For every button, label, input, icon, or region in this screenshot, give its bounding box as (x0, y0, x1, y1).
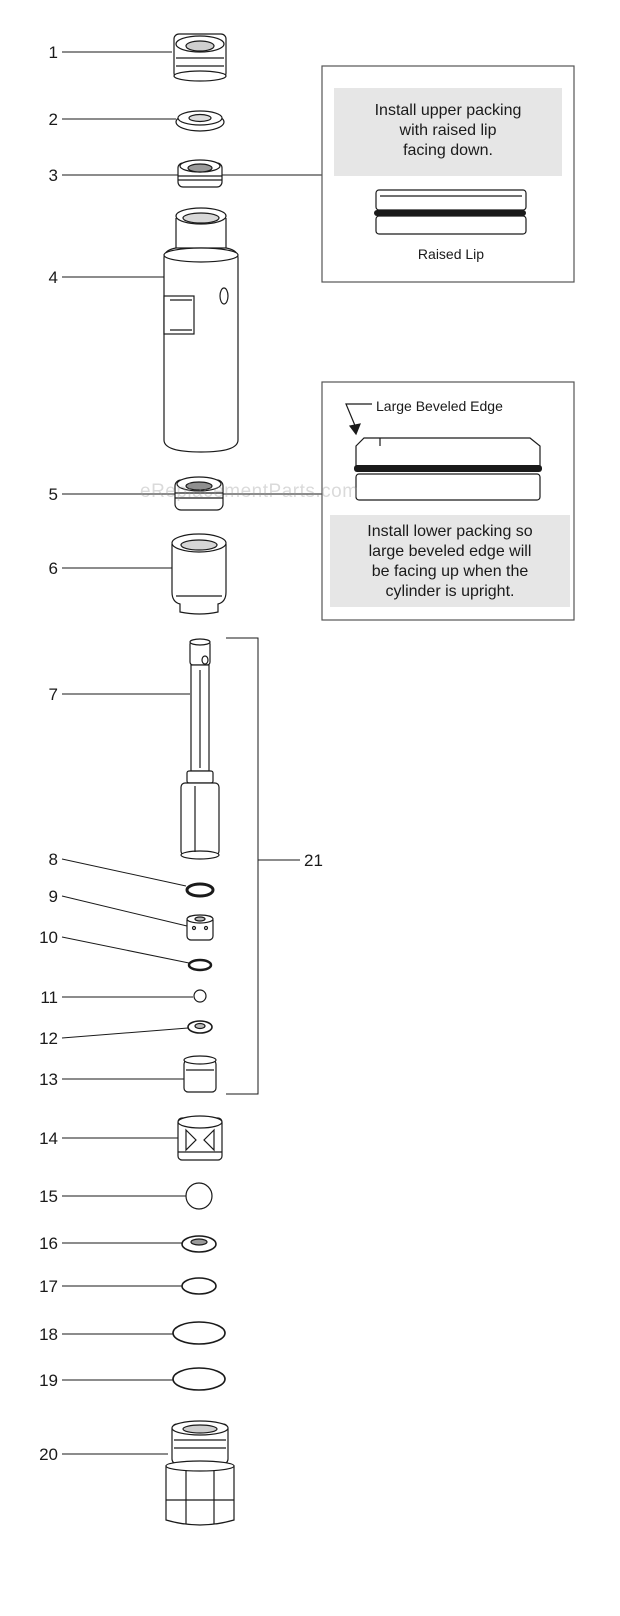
part-3-upper-packing (177, 159, 223, 188)
part-20-housing (165, 1420, 235, 1526)
leader-lines (61, 51, 322, 1455)
part-12-washer (187, 1020, 213, 1034)
callout-3: 3 (49, 166, 58, 185)
callout-9: 9 (49, 887, 58, 906)
callout-7: 7 (49, 685, 58, 704)
callout-numbers: 1 2 3 4 5 6 7 8 9 10 11 12 13 14 15 16 1… (39, 43, 58, 1464)
upper-note-line-2: with raised lip (399, 122, 497, 139)
part-8-oring (185, 882, 215, 898)
part-19-oring (172, 1367, 226, 1391)
callout-6: 6 (49, 559, 58, 578)
callout-20: 20 (39, 1445, 58, 1464)
callout-15: 15 (39, 1187, 58, 1206)
part-4-cylinder (163, 207, 239, 453)
part-16-seat (181, 1235, 217, 1253)
callout-19: 19 (39, 1371, 58, 1390)
raised-lip-caption: Raised Lip (417, 246, 485, 262)
callout-10: 10 (39, 928, 58, 947)
part-10-washer (187, 958, 213, 972)
part-6-sleeve (171, 533, 227, 615)
lower-note-text: Install lower packing so large beveled e… (330, 522, 570, 602)
upper-note-line-1: Install upper packing (374, 102, 522, 119)
callout-5: 5 (49, 485, 58, 504)
part-7-piston-rod (180, 638, 220, 860)
lower-note-line-2: large beveled edge will (368, 543, 532, 560)
watermark: eReplacementParts.com (140, 481, 359, 502)
lower-note-line-1: Install lower packing so (367, 523, 533, 540)
callout-2: 2 (49, 110, 58, 129)
upper-note-text: Install upper packing with raised lip fa… (334, 101, 562, 161)
callout-12: 12 (39, 1029, 58, 1048)
callout-11: 11 (40, 988, 58, 1007)
callout-14: 14 (39, 1129, 58, 1148)
part-5-lower-packing (174, 476, 224, 511)
part-13-retainer (183, 1055, 217, 1093)
assembly-21-bracket (226, 637, 300, 1095)
part-2-ring (175, 110, 225, 132)
part-14-cage (177, 1115, 223, 1161)
part-18-oring (172, 1321, 226, 1345)
part-1-nut (173, 33, 227, 82)
lower-note-line-3: be facing up when the (371, 563, 529, 580)
callout-13: 13 (39, 1070, 58, 1089)
part-11-ball (193, 989, 207, 1003)
callout-1: 1 (49, 43, 58, 62)
lower-note-line-4: cylinder is upright. (385, 583, 515, 600)
lower-note-box (321, 381, 575, 621)
upper-note-box (321, 65, 575, 283)
upper-note-line-3: facing down. (403, 142, 493, 159)
beveled-edge-label: Large Beveled Edge (376, 398, 503, 414)
callout-18: 18 (39, 1325, 58, 1344)
callout-8: 8 (49, 850, 58, 869)
callout-4: 4 (49, 268, 58, 287)
callout-16: 16 (39, 1234, 58, 1253)
callout-17: 17 (39, 1277, 58, 1296)
part-15-ball (185, 1182, 213, 1210)
part-17-oring (181, 1277, 217, 1295)
part-9-seat (186, 914, 214, 941)
assembly-21-label: 21 (304, 851, 323, 870)
